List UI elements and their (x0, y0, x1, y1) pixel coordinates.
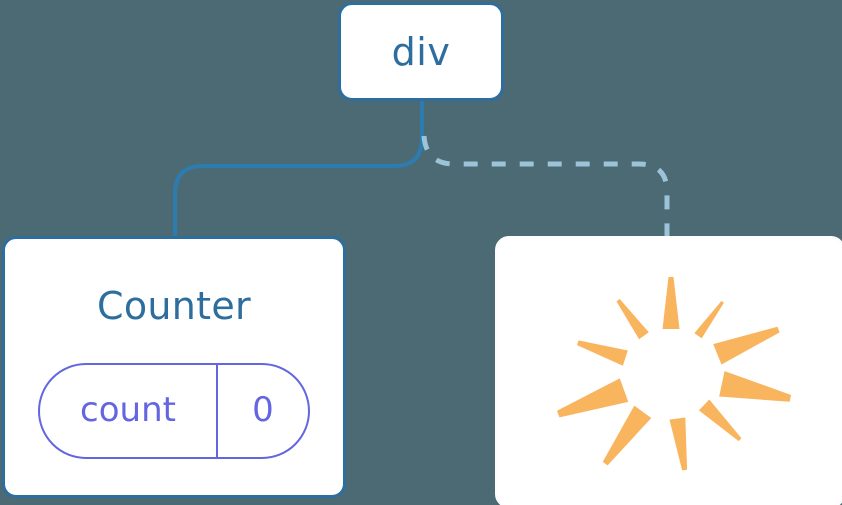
div-node[interactable]: div (338, 2, 504, 101)
div-node-label: div (391, 29, 451, 74)
state-value-label: 0 (216, 365, 308, 457)
burst-ray-4 (719, 371, 792, 402)
burst-ray-3 (713, 326, 780, 365)
burst-ray-8 (557, 378, 629, 418)
burst-ray-7 (602, 405, 652, 466)
counter-node-title: Counter (97, 284, 251, 328)
burst-ray-6 (669, 417, 688, 471)
burst-ray-1 (662, 277, 680, 329)
counter-node[interactable]: Counter count 0 (2, 236, 346, 498)
edge-div-to-burst (421, 135, 670, 240)
sparkle-burst-icon (557, 277, 792, 471)
edge-div-to-counter (173, 101, 424, 238)
burst-node[interactable] (495, 236, 842, 505)
state-pill[interactable]: count 0 (38, 363, 310, 459)
burst-ray-2 (694, 300, 724, 339)
burst-ray-9 (577, 340, 628, 366)
burst-ray-10 (616, 299, 649, 340)
burst-ray-5 (698, 399, 742, 442)
state-key-label: count (80, 390, 176, 430)
